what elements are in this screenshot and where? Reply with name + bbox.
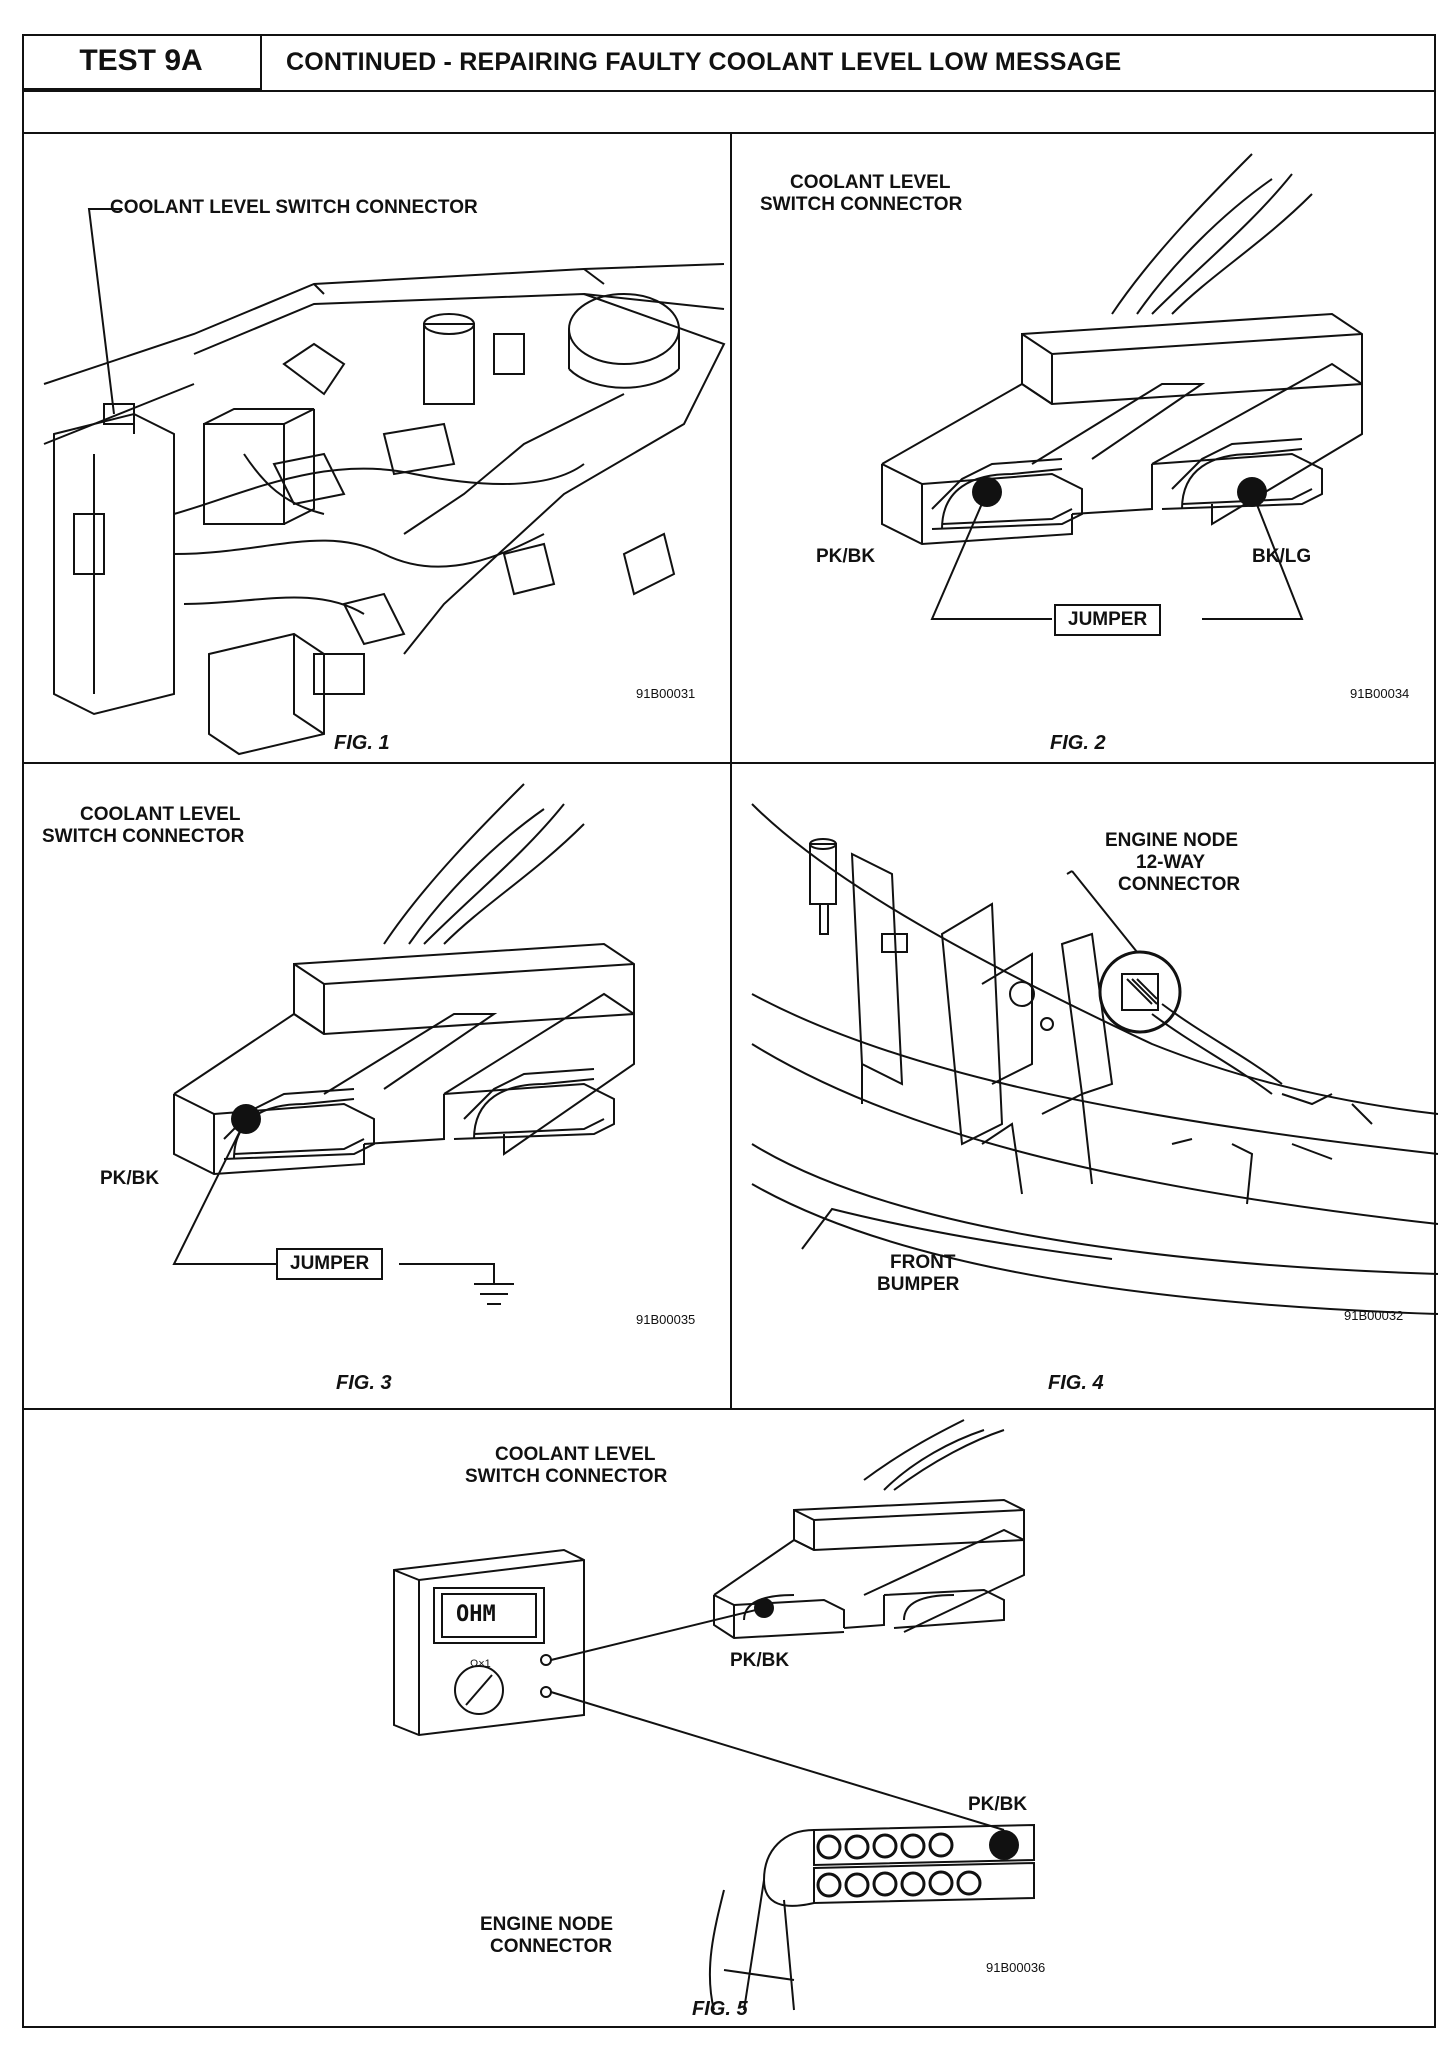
fig4-callout-line1: ENGINE NODE bbox=[1105, 830, 1239, 851]
fig5-caption: FIG. 5 bbox=[692, 1998, 748, 2020]
figure-4-panel: ENGINE NODE 12-WAY CONNECTOR FRONT BUMPE… bbox=[730, 762, 1438, 1410]
fig1-caption: FIG. 1 bbox=[334, 732, 390, 754]
node-pk-bk-terminal bbox=[989, 1830, 1019, 1860]
page-title: CONTINUED - REPAIRING FAULTY COOLANT LEV… bbox=[286, 48, 1122, 76]
fig2-right-wire-label: BK/LG bbox=[1252, 546, 1312, 567]
fig2-caption: FIG. 2 bbox=[1050, 732, 1106, 754]
fig5-node-line1: ENGINE NODE bbox=[480, 1914, 614, 1935]
fig2-callout-line2: SWITCH CONNECTOR bbox=[760, 194, 963, 215]
figure-3-panel: COOLANT LEVEL SWITCH CONNECTOR PK/BK JUM… bbox=[22, 762, 732, 1410]
ohmmeter-test-illustration bbox=[393, 1419, 1035, 2011]
fig2-left-wire-label: PK/BK bbox=[816, 546, 876, 567]
engine-bay-illustration bbox=[43, 208, 726, 756]
fig4-bumper-line1: FRONT bbox=[890, 1252, 956, 1273]
fig1-code: 91B00031 bbox=[636, 686, 696, 701]
front-bumper-illustration bbox=[751, 803, 1438, 1315]
fig5-node-line2: CONNECTOR bbox=[490, 1936, 613, 1957]
figure-1-panel: COOLANT LEVEL SWITCH CONNECTOR 91B00031 … bbox=[22, 132, 732, 764]
fig2-jumper-label: JUMPER bbox=[1054, 604, 1162, 636]
fig3-caption: FIG. 3 bbox=[336, 1372, 392, 1394]
switch-connector-illustration bbox=[881, 153, 1363, 620]
fig3-callout-line1: COOLANT LEVEL bbox=[80, 804, 241, 825]
fig4-caption: FIG. 4 bbox=[1048, 1372, 1104, 1394]
fig5-switch-wire-label: PK/BK bbox=[730, 1650, 790, 1671]
fig5-code: 91B00036 bbox=[986, 1960, 1046, 1975]
fig2-code: 91B00034 bbox=[1350, 686, 1410, 701]
fig3-code: 91B00035 bbox=[636, 1312, 696, 1327]
fig4-callout-line2: 12-WAY bbox=[1136, 852, 1205, 873]
fig3-wire-label: PK/BK bbox=[100, 1168, 160, 1189]
fig4-bumper-line2: BUMPER bbox=[877, 1274, 960, 1295]
header-divider bbox=[22, 90, 1436, 92]
fig5-callout-line1: COOLANT LEVEL bbox=[495, 1444, 656, 1465]
fig3-callout-line2: SWITCH CONNECTOR bbox=[42, 826, 245, 847]
fig4-code: 91B00032 bbox=[1344, 1308, 1404, 1323]
fig5-callout-line2: SWITCH CONNECTOR bbox=[465, 1466, 668, 1487]
fig2-callout-line1: COOLANT LEVEL bbox=[790, 172, 951, 193]
switch-pk-bk-terminal bbox=[754, 1598, 774, 1618]
meter-display: OHM bbox=[456, 1602, 496, 1627]
fig4-callout-line3: CONNECTOR bbox=[1118, 874, 1241, 895]
fig1-callout-label: COOLANT LEVEL SWITCH CONNECTOR bbox=[110, 197, 478, 218]
switch-connector-ground-illustration bbox=[172, 783, 635, 1305]
fig3-jumper-label: JUMPER bbox=[276, 1248, 384, 1280]
pk-bk-terminal bbox=[972, 477, 1002, 507]
pk-bk-terminal bbox=[231, 1104, 261, 1134]
bk-lg-terminal bbox=[1237, 477, 1267, 507]
meter-range-label: Ω×1 bbox=[470, 1658, 491, 1670]
test-label: TEST 9A bbox=[22, 34, 262, 90]
figure-2-panel: COOLANT LEVEL SWITCH CONNECTOR PK/BK BK/… bbox=[730, 132, 1436, 764]
fig5-node-wire-label: PK/BK bbox=[968, 1794, 1028, 1815]
figure-5-panel: COOLANT LEVEL SWITCH CONNECTOR OHM Ω×1 P… bbox=[22, 1408, 1436, 2028]
page-header: TEST 9A CONTINUED - REPAIRING FAULTY COO… bbox=[22, 34, 1436, 134]
